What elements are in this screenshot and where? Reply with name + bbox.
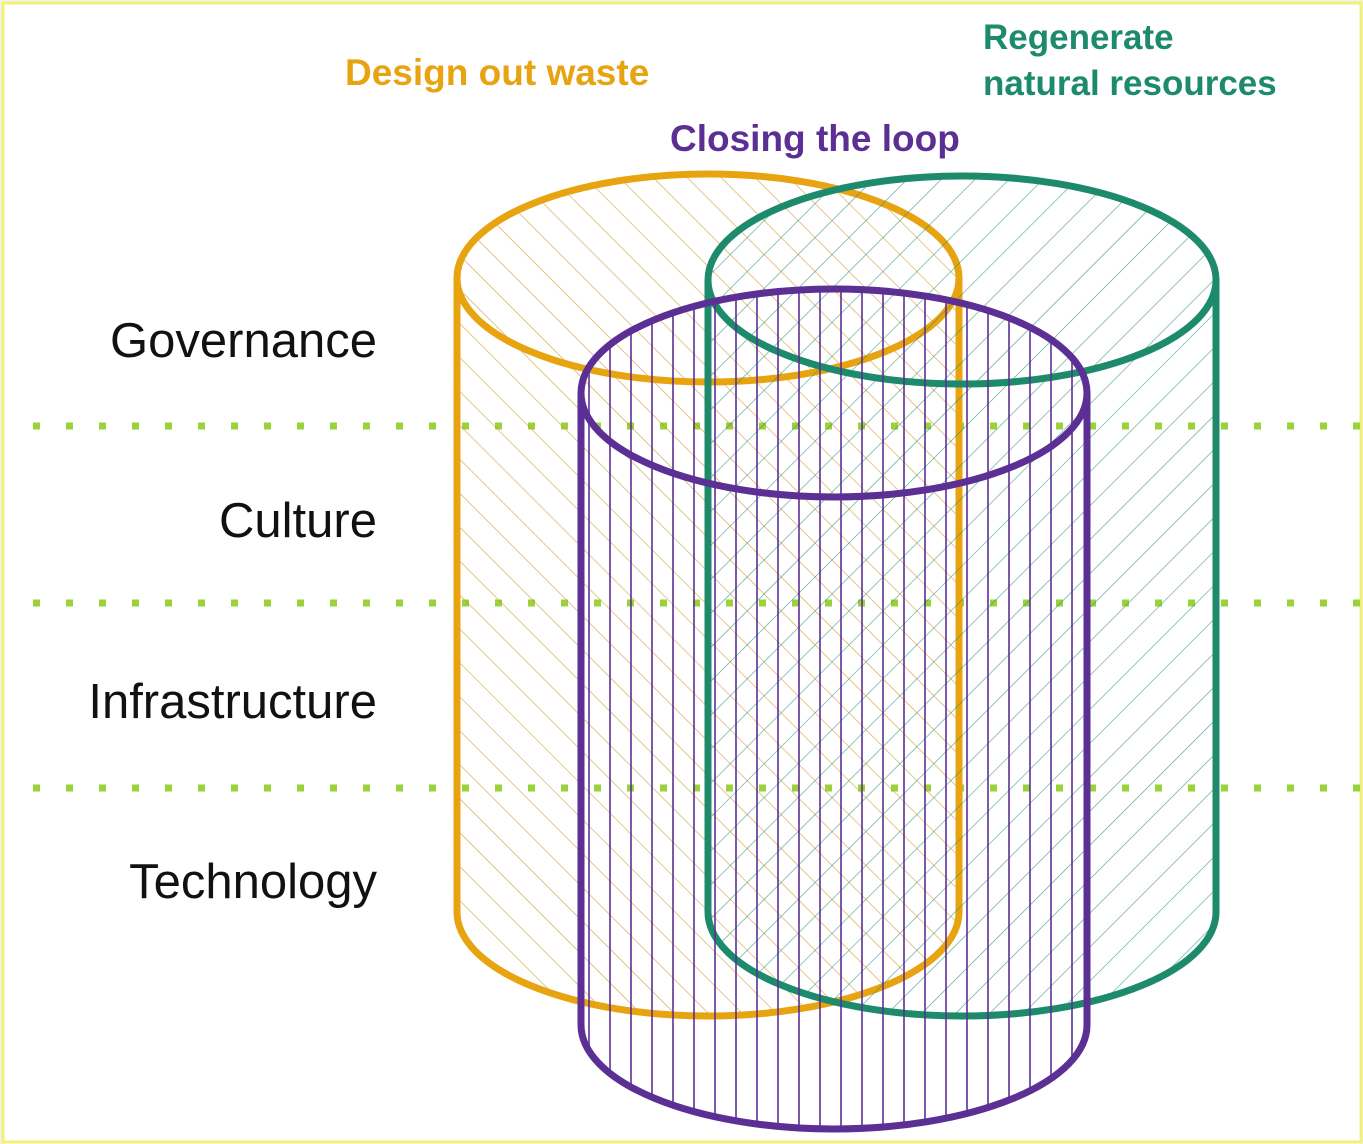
layer-label-infrastructure: Infrastructure [88,675,377,729]
pillar-label-design-out-waste: Design out waste [345,52,649,93]
cylinder-loop-fill [581,289,1087,1129]
pillar-label-regenerate-line1: Regenerate [983,18,1174,57]
layer-label-governance: Governance [110,314,377,368]
layer-label-technology: Technology [129,855,377,909]
pillar-label-closing-the-loop: Closing the loop [670,118,960,159]
cylinder-loop-top [577,285,1091,501]
cylinder-loop-outline [577,393,1091,1133]
cylinder-closing-the-loop [577,285,1091,1133]
pillar-label-regenerate-line2: natural resources [983,64,1277,103]
layer-label-culture: Culture [219,494,377,548]
